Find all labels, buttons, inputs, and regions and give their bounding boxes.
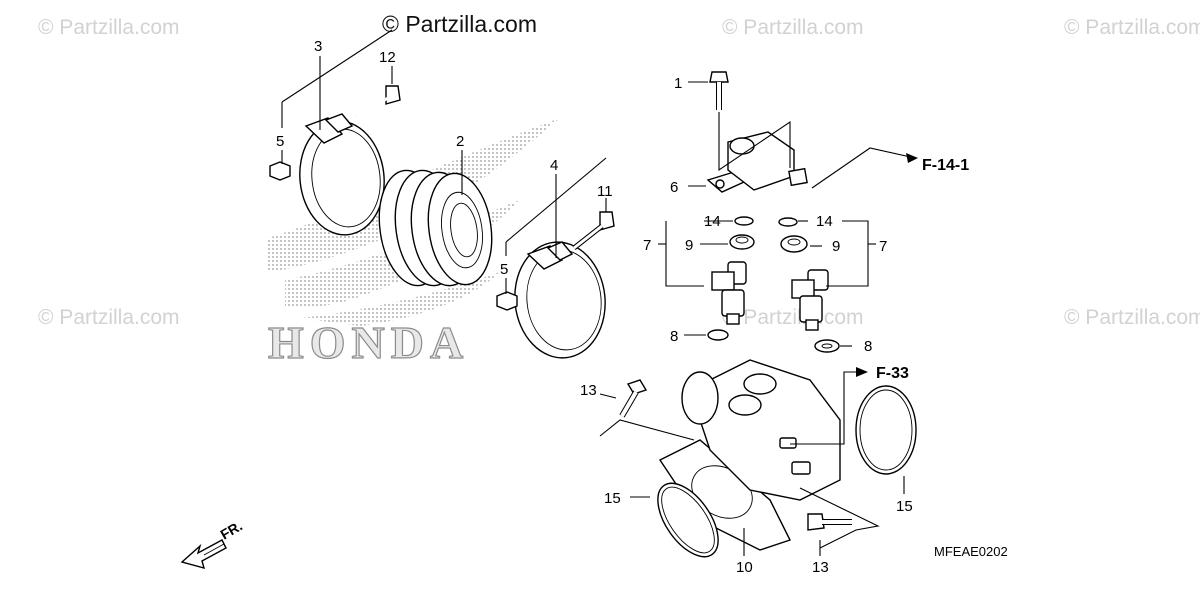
callout-7-right: 7 — [879, 238, 887, 255]
part-5-nut-lower — [496, 291, 518, 311]
callout-3: 3 — [314, 38, 322, 55]
front-label: FR. — [218, 517, 246, 542]
part-6-fuel-joint — [706, 131, 808, 193]
callout-7-left: 7 — [643, 237, 651, 254]
part-8-ring-left — [707, 329, 729, 341]
part-8-ring-right — [814, 339, 840, 353]
front-direction-arrow-icon — [180, 539, 227, 570]
watermark-mid-center: © Partzilla.com — [722, 306, 864, 329]
part-13-bolt-lower — [807, 513, 852, 531]
watermark-top-left: © Partzilla.com — [38, 16, 180, 39]
callout-13-upper: 13 — [580, 382, 597, 399]
watermark-top-right: © Partzilla.com — [1064, 16, 1200, 39]
watermark-mid-left: © Partzilla.com — [38, 306, 180, 329]
part-4-lower-clamp — [514, 241, 606, 359]
callout-12: 12 — [379, 49, 396, 66]
watermark-layer: © Partzilla.com © Partzilla.com © Partzi… — [38, 11, 1200, 329]
diagram-code: MFEAE0202 — [934, 544, 1008, 559]
callout-8-right: 8 — [864, 338, 872, 355]
part-14-oring-right — [778, 217, 798, 227]
honda-logo-text: HONDA — [268, 317, 469, 368]
part-9-seal-left — [729, 234, 755, 250]
callout-1: 1 — [674, 75, 682, 92]
callout-10: 10 — [736, 559, 753, 576]
part-15-oring-left — [657, 482, 719, 558]
watermark-mid-right: © Partzilla.com — [1064, 306, 1200, 329]
leader-lines — [281, 29, 916, 556]
reference-arrow-icon-f33 — [856, 367, 868, 377]
front-direction-indicator: FR. — [180, 517, 246, 570]
reference-f-14-1[interactable]: F-14-1 — [922, 157, 969, 174]
callout-2: 2 — [456, 133, 464, 150]
callout-15-right: 15 — [896, 498, 913, 515]
part-7-injector-left — [711, 261, 747, 325]
part-9-seal-right — [780, 235, 808, 253]
callout-14-left: 14 — [704, 213, 721, 230]
callout-labels: 3 12 5 2 4 11 5 1 6 14 14 7 9 9 7 8 8 13… — [276, 38, 913, 576]
callout-13-lower: 13 — [812, 559, 829, 576]
callout-5-lower: 5 — [500, 261, 508, 278]
part-10-throttle-body — [658, 359, 841, 551]
callout-9-left: 9 — [685, 237, 693, 254]
part-2-intake-boot — [378, 169, 493, 287]
part-13-bolt-upper — [619, 379, 648, 418]
callout-9-right: 9 — [832, 238, 840, 255]
callout-4: 4 — [550, 157, 558, 174]
callout-5-upper: 5 — [276, 133, 284, 150]
callout-14-right: 14 — [816, 213, 833, 230]
part-7-injector-right — [791, 269, 829, 331]
part-3-upper-clamp — [299, 113, 385, 236]
part-1-bolt — [709, 71, 729, 110]
part-5-nut-upper — [269, 161, 291, 181]
callout-15-left: 15 — [604, 490, 621, 507]
callout-6: 6 — [670, 179, 678, 196]
part-14-oring-left — [734, 216, 754, 226]
watermark-top-center: © Partzilla.com — [722, 16, 864, 39]
reference-f-33[interactable]: F-33 — [876, 365, 909, 382]
part-12-screw — [355, 85, 401, 118]
watermark-main: © Partzilla.com — [382, 11, 537, 37]
part-15-oring-right — [855, 385, 917, 475]
callout-8-left: 8 — [670, 328, 678, 345]
part-11-screw — [572, 211, 615, 250]
callout-11: 11 — [597, 183, 613, 200]
reference-arrow-icon-f14 — [906, 153, 918, 163]
